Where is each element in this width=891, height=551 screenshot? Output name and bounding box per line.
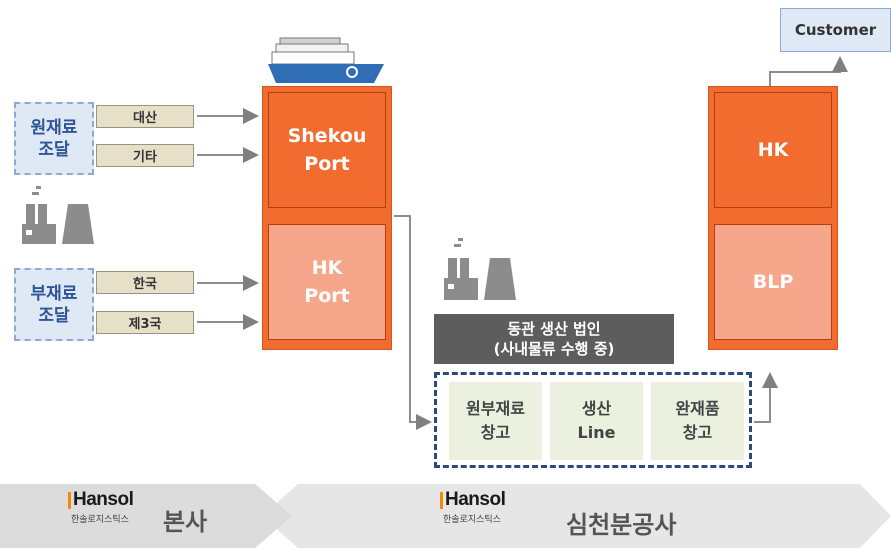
- source-other: 기타: [96, 144, 194, 167]
- logo-mark-icon: [440, 491, 443, 509]
- logo-subtext: 한솔로지스틱스: [71, 515, 129, 525]
- footer-branch-title: 심천분공사: [566, 511, 677, 539]
- logo-subtext: 한솔로지스틱스: [443, 515, 501, 525]
- arrow-hk-to-customer: [769, 56, 848, 86]
- logo-word: Hansol: [445, 489, 506, 510]
- source-korea: 한국: [96, 271, 194, 294]
- blp-box: BLP: [714, 224, 832, 340]
- factory-header: 동관 생산 법인 (사내물류 수행 중): [434, 314, 674, 364]
- flow-arrows: [197, 56, 848, 430]
- footer-bar: [0, 484, 891, 548]
- factory-icon: [22, 186, 94, 244]
- source-daesan: 대산: [96, 105, 194, 128]
- finished-goods-warehouse: 완재품 창고: [651, 382, 744, 460]
- footer-hq-logo: Hansol 한솔로지스틱스: [68, 489, 134, 525]
- customer-box: Customer: [780, 8, 891, 52]
- factory-icon: [444, 238, 516, 300]
- shekou-port: Shekou Port: [268, 92, 386, 208]
- arrow-factory-to-blp: [754, 372, 778, 423]
- sub-material-procurement: 부재료 조달: [14, 268, 94, 341]
- logo-word: Hansol: [73, 489, 134, 510]
- source-third-country: 제3국: [96, 311, 194, 334]
- footer-hq-title: 본사: [163, 508, 208, 536]
- logo-mark-icon: [68, 491, 71, 509]
- production-line: 생산 Line: [550, 382, 643, 460]
- factory-box: [434, 372, 752, 468]
- hk-port: HK Port: [268, 224, 386, 340]
- material-warehouse: 원부재료 창고: [449, 382, 542, 460]
- ship-icon: [268, 37, 384, 83]
- raw-material-procurement: 원재료 조달: [14, 102, 94, 175]
- footer-branch-logo: Hansol 한솔로지스틱스: [440, 489, 506, 525]
- hk-box: HK: [714, 92, 832, 208]
- footer-hq-chevron: [0, 484, 292, 548]
- footer-branch-chevron: [262, 484, 891, 548]
- arrow-port-to-factory: [394, 215, 432, 430]
